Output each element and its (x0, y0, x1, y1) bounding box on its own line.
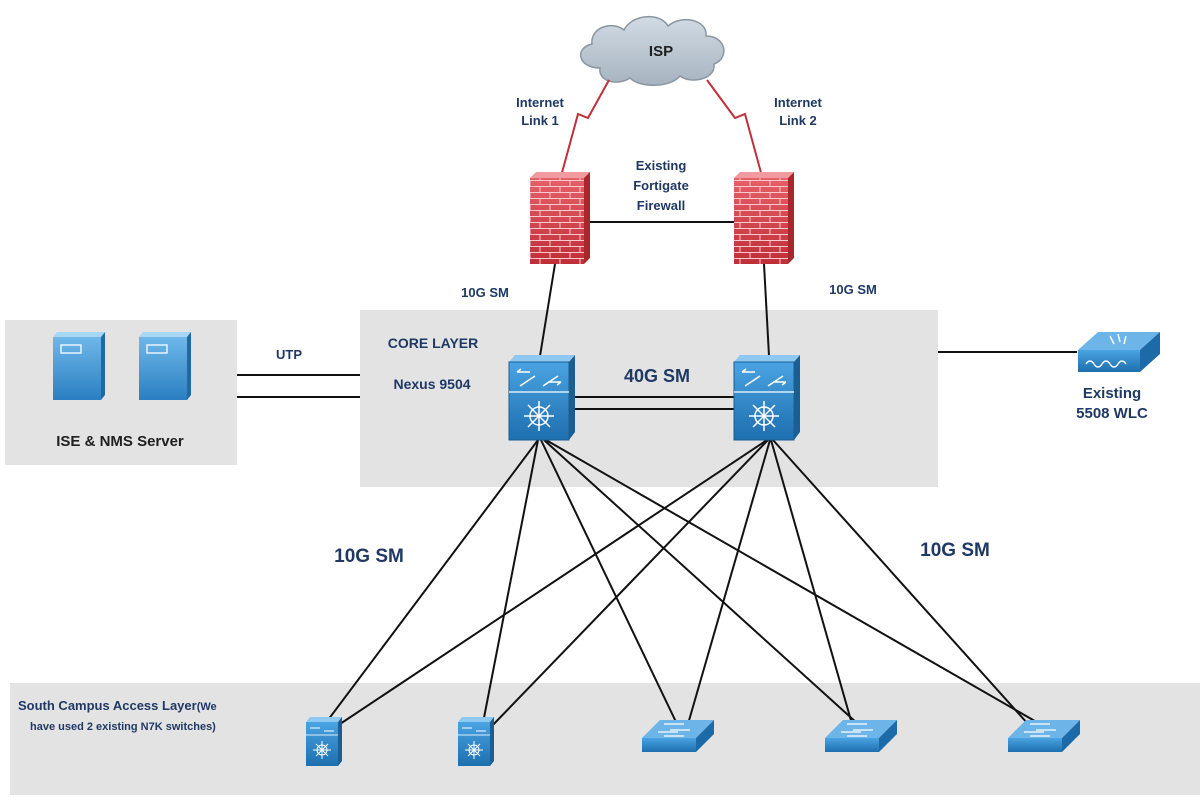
utp-label: UTP (276, 347, 302, 362)
core-switch-2-icon (733, 355, 800, 441)
internet-link-1-line (559, 79, 610, 181)
core-switch-1-icon (508, 355, 575, 441)
internet-link-2-line2: Link 2 (779, 113, 817, 128)
access-layer-label-main: South Campus Access Layer (18, 698, 197, 713)
access-layer-label-note-2: have used 2 existing N7K switches) (30, 721, 216, 733)
distribution-links (321, 439, 1041, 729)
firewall-label-line3: Firewall (637, 198, 685, 213)
wlc-icon (1078, 332, 1160, 372)
internet-link-2-line (706, 79, 764, 181)
server-panel (5, 320, 237, 465)
distribution-left-label: 10G SM (334, 546, 404, 567)
access-n7k-switch-1-icon (306, 717, 342, 766)
server-label: ISE & NMS Server (56, 433, 184, 450)
distribution-right-label: 10G SM (920, 540, 990, 561)
firewall-label-line1: Existing (636, 158, 687, 173)
uplink-right-line (763, 263, 770, 357)
access-layer-label: South Campus Access Layer(We (18, 698, 217, 713)
access-n7k-switch-2-icon (458, 717, 494, 766)
core-layer-panel (360, 310, 938, 487)
uplink-left-label: 10G SM (461, 285, 509, 300)
uplink-left-line (539, 263, 556, 357)
firewall-2-icon (734, 172, 794, 264)
internet-link-1-line2: Link 1 (521, 113, 559, 128)
core-layer-title: CORE LAYER (388, 335, 479, 351)
internet-link-1-line1: Internet (516, 95, 564, 110)
internet-link-2-line1: Internet (774, 95, 822, 110)
isp-cloud-icon (580, 16, 725, 86)
firewall-label-line2: Fortigate (633, 178, 689, 193)
wlc-label-line2: 5508 WLC (1076, 405, 1148, 422)
server-2-icon (139, 332, 191, 400)
core-model-label: Nexus 9504 (393, 376, 470, 392)
access-switch-2-icon (825, 720, 897, 752)
access-layer-label-note-1: (We (197, 701, 217, 713)
access-switch-1-icon (642, 720, 714, 752)
server-1-icon (53, 332, 105, 400)
access-switch-3-icon (1008, 720, 1080, 752)
core-interlink-label: 40G SM (624, 366, 690, 386)
firewall-1-icon (530, 172, 590, 264)
wlc-label-line1: Existing (1083, 385, 1141, 402)
isp-label: ISP (649, 43, 673, 60)
uplink-right-label: 10G SM (829, 282, 877, 297)
